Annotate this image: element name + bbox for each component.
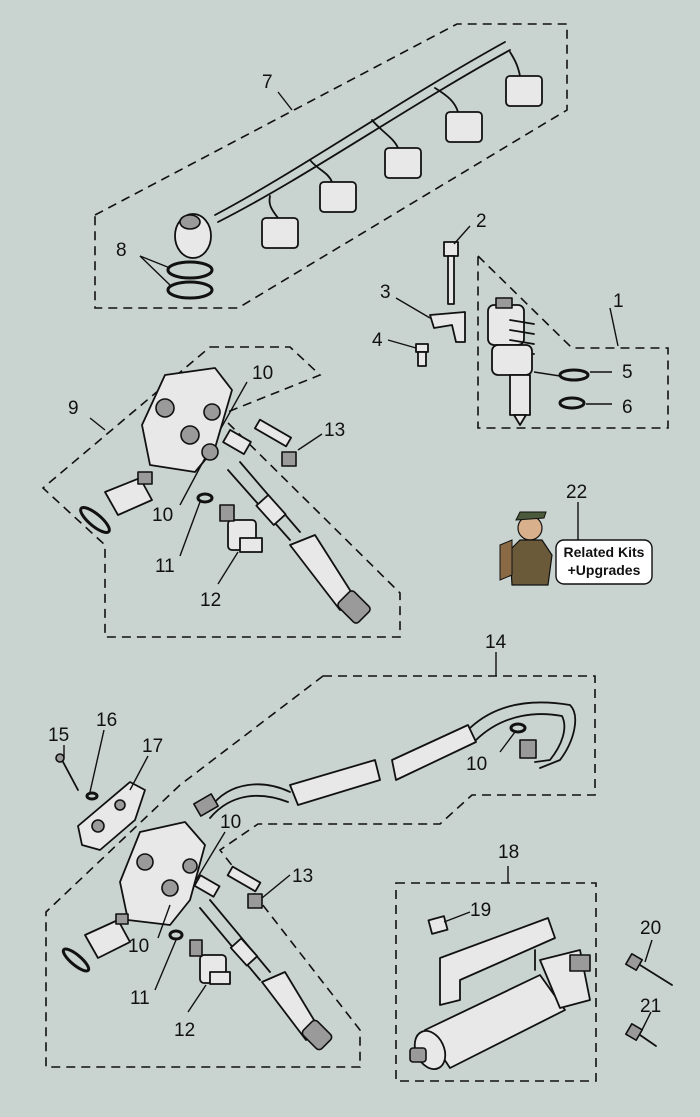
callout-8[interactable]: 8 — [116, 240, 127, 261]
injector-clamp[interactable] — [429, 311, 466, 343]
injector-group — [387, 225, 669, 429]
fuel-line-lower[interactable] — [199, 899, 333, 1051]
callout-10d[interactable]: 10 — [220, 812, 241, 833]
callout-5[interactable]: 5 — [622, 362, 633, 383]
injector[interactable] — [487, 297, 535, 426]
pressure-regulator[interactable] — [104, 471, 153, 516]
callout-1[interactable]: 1 — [613, 291, 624, 312]
group-18-boundary — [395, 882, 597, 1082]
related-kits-button[interactable]: Related Kits +Upgrades — [499, 502, 653, 586]
return-line[interactable] — [193, 701, 577, 819]
callout-10a[interactable]: 10 — [252, 363, 273, 384]
callout-4[interactable]: 4 — [372, 330, 383, 351]
callout-20[interactable]: 20 — [640, 918, 661, 939]
callout-labels: 1 2 3 4 5 6 7 8 9 10 10 11 12 13 14 10 1… — [48, 72, 661, 1041]
group-9-boundary — [41, 346, 401, 638]
callout-2[interactable]: 2 — [476, 211, 487, 232]
callout-18[interactable]: 18 — [498, 842, 519, 863]
injector-washer[interactable] — [558, 368, 590, 382]
callout-10c[interactable]: 10 — [466, 754, 487, 775]
callout-7[interactable]: 7 — [262, 72, 273, 93]
fuel-heater[interactable] — [409, 917, 591, 1074]
heater-group — [395, 866, 673, 1082]
kit-button-line2: +Upgrades — [568, 562, 641, 578]
callout-3[interactable]: 3 — [380, 282, 391, 303]
group-1-boundary — [477, 254, 669, 429]
o-ring-pair[interactable] — [166, 260, 214, 300]
upper-block-group — [41, 346, 401, 638]
harness-connector[interactable] — [309, 159, 357, 213]
mechanic-icon — [499, 511, 553, 586]
harness-group — [94, 23, 568, 309]
harness-connector[interactable] — [434, 87, 483, 143]
fitting-upper[interactable] — [222, 418, 297, 467]
sensor-lower[interactable] — [189, 939, 231, 985]
injector-bolt[interactable] — [443, 241, 459, 305]
lower-gasket[interactable] — [61, 946, 92, 974]
callout-10e[interactable]: 10 — [128, 936, 149, 957]
regulator-gasket[interactable] — [77, 504, 112, 536]
callout-10b[interactable]: 10 — [152, 505, 173, 526]
callout-12a[interactable]: 12 — [200, 590, 221, 611]
callout-19[interactable]: 19 — [470, 900, 491, 921]
callout-22[interactable]: 22 — [566, 482, 587, 503]
lower-assembly-group — [45, 652, 596, 1068]
harness-connector[interactable] — [505, 51, 543, 107]
callout-13a[interactable]: 13 — [324, 420, 345, 441]
o-ring-lower[interactable] — [168, 929, 184, 941]
fitting-lower[interactable] — [193, 865, 263, 909]
lower-fuel-block[interactable] — [119, 821, 206, 926]
group-14-boundary — [45, 675, 596, 1068]
harness-main-wire-2 — [217, 49, 511, 223]
o-ring-upper[interactable] — [196, 492, 214, 504]
callout-21[interactable]: 21 — [640, 996, 661, 1017]
callout-9[interactable]: 9 — [68, 398, 79, 419]
clamp-stud[interactable] — [415, 343, 429, 367]
bolt-long[interactable] — [625, 953, 673, 986]
injector-seal[interactable] — [558, 396, 586, 410]
callout-11b[interactable]: 11 — [130, 988, 150, 1009]
mounting-bolt[interactable] — [55, 753, 79, 791]
bolt-short[interactable] — [625, 1023, 657, 1047]
harness-connector[interactable] — [371, 119, 422, 179]
callout-6[interactable]: 6 — [622, 397, 633, 418]
return-washer[interactable] — [509, 722, 527, 734]
kit-button-line1: Related Kits — [564, 544, 645, 560]
callout-15[interactable]: 15 — [48, 725, 69, 746]
harness-plug[interactable] — [174, 213, 212, 259]
fuel-block[interactable] — [141, 367, 233, 473]
sensor-upper[interactable] — [219, 504, 263, 553]
lower-regulator[interactable] — [84, 913, 131, 959]
callout-12b[interactable]: 12 — [174, 1020, 195, 1041]
group-7-boundary — [94, 23, 568, 309]
small-o-ring[interactable] — [85, 791, 99, 801]
callout-16[interactable]: 16 — [96, 710, 117, 731]
gasket-plate[interactable] — [77, 781, 146, 851]
callout-14[interactable]: 14 — [485, 632, 507, 653]
fuel-line-upper[interactable] — [227, 461, 372, 625]
callout-17[interactable]: 17 — [142, 736, 163, 757]
harness-connector[interactable] — [261, 195, 299, 249]
retaining-clip[interactable] — [427, 915, 449, 935]
callout-11a[interactable]: 11 — [155, 556, 175, 577]
callout-13b[interactable]: 13 — [292, 866, 313, 887]
harness-main-wire — [214, 41, 506, 216]
